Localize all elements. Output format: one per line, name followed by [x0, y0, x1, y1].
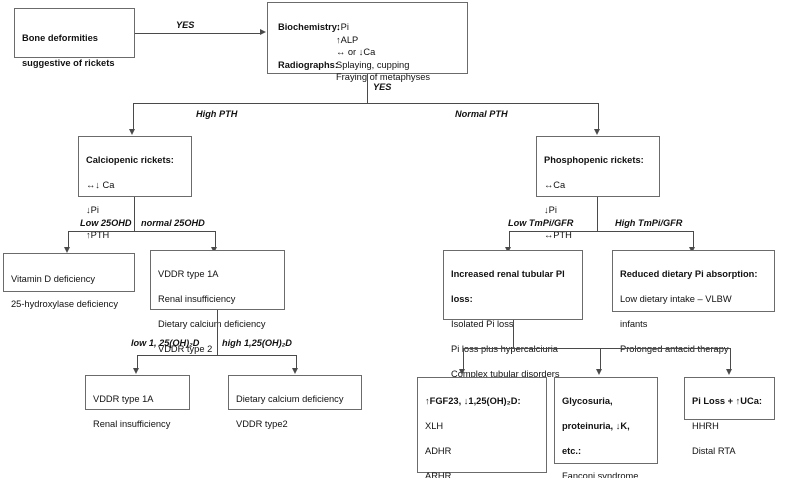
node-reduced-dietary-pi: Reduced dietary Pi absorption: Low dieta… [612, 250, 775, 354]
fgf23-line1: XLH [425, 421, 444, 432]
phosphopenic-line2: ↓Pi [544, 205, 557, 216]
edge-vddr-group-down [217, 310, 219, 355]
pi-loss-uca-line1: HHRH [692, 421, 719, 432]
vddr-high-line1: Dietary calcium deficiency [236, 394, 344, 405]
edge-drop-normal-pth [598, 103, 600, 130]
edge-drop-high-pth [133, 103, 135, 130]
glycosuria-header2: proteinuria, ↓K, [562, 421, 630, 432]
edge-drop-low-tmpi [509, 231, 511, 249]
radiographs-label: Radiographs: [278, 59, 338, 70]
pi-loss-uca-line2: Distal RTA [692, 446, 736, 457]
glycosuria-header3: etc.: [562, 446, 582, 457]
edge-label-yes-2: YES [373, 82, 392, 92]
edge-drop-glycosuria [600, 348, 602, 370]
phosphopenic-line3: ↔PTH [544, 229, 572, 240]
reduced-dietary-header: Reduced dietary Pi absorption: [620, 269, 758, 280]
renal-pi-loss-line1: Isolated Pi loss [451, 319, 514, 330]
arrowhead-bone-to-biochem [260, 29, 266, 36]
biochem-value-1: ↓Pi [336, 22, 349, 33]
calciopenic-line3: ↑PTH [86, 229, 110, 240]
edge-label-yes-1: YES [176, 20, 195, 30]
vddr-high-line2: VDDR type2 [236, 419, 288, 430]
edge-drop-high-125d [296, 355, 298, 369]
vddr-group-line1: VDDR type 1A [158, 269, 219, 280]
biochem-value-2: ↑ALP [336, 34, 359, 45]
vitd-line1: Vitamin D deficiency [11, 274, 96, 285]
edge-biochem-down [367, 74, 369, 103]
radiographs-value-2: Fraying of metaphyses [336, 72, 431, 83]
reduced-dietary-line2: infants [620, 319, 648, 330]
vddr-group-line4: VDDR type 2 [158, 343, 213, 354]
edge-label-normal-pth: Normal PTH [455, 109, 508, 119]
edge-bone-to-biochem [135, 33, 261, 35]
edge-25ohd-split-bar [68, 231, 216, 233]
calciopenic-line2: ↓Pi [86, 205, 99, 216]
edge-renal-pi-down [513, 320, 515, 348]
vddr-group-line2: Renal insufficiency [158, 294, 236, 305]
arrowhead-high-pth [129, 129, 136, 135]
edge-label-high-tmpi: High TmPi/GFR [615, 218, 683, 228]
bone-deformities-line1: Bone deformities [22, 33, 98, 44]
biochem-label: Biochemistry: [278, 22, 340, 33]
radiographs-value-1: Splaying, cupping [336, 59, 410, 70]
fgf23-line2: ADHR [425, 446, 452, 457]
node-glycosuria: Glycosuria, proteinuria, ↓K, etc.: Fanco… [554, 377, 658, 478]
node-vddr-group: VDDR type 1A Renal insufficiency Dietary… [150, 250, 285, 354]
node-pi-loss-uca: Pi Loss + ↑UCa: HHRH Distal RTA [684, 377, 775, 456]
node-phosphopenic-rickets: Phosphopenic rickets: ↔Ca ↓Pi ↔PTH [536, 136, 660, 240]
node-vddr-low-125d: VDDR type 1A Renal insufficiency [85, 375, 190, 429]
node-calciopenic-rickets: Calciopenic rickets: ↔↓ Ca ↓Pi ↑PTH [78, 136, 192, 240]
fgf23-header: ↑FGF23, ↓1,25(OH)₂D: [425, 396, 521, 407]
pi-loss-uca-header: Pi Loss + ↑UCa: [692, 396, 763, 407]
edge-drop-fgf23 [463, 348, 465, 370]
renal-pi-loss-header2: loss: [451, 294, 473, 305]
node-vddr-high-125d: Dietary calcium deficiency VDDR type2 [228, 375, 362, 429]
node-renal-pi-loss: Increased renal tubular Pl loss: Isolate… [443, 250, 583, 379]
phosphopenic-header: Phosphopenic rickets: [544, 155, 644, 166]
glycosuria-line1: Fanconi syndrome [562, 470, 639, 478]
calciopenic-line1: ↔↓ Ca [86, 180, 115, 191]
edge-label-normal-25ohd: normal 25OHD [141, 218, 205, 228]
node-biochemistry: Biochemistry: ↓Pi ↑ALP ↔ or ↓Ca Radiogra… [267, 2, 468, 82]
node-vitamin-d-deficiency: Vitamin D deficiency 25-hydroxylase defi… [3, 253, 135, 309]
edge-label-low-125d: low 1, 25(OH)₂D [131, 338, 200, 348]
edge-label-high-125d: high 1,25(OH)₂D [222, 338, 292, 348]
edge-drop-pi-loss-uca [730, 348, 732, 370]
edge-calciopenic-down [134, 197, 136, 231]
reduced-dietary-line1: Low dietary intake – VLBW [620, 294, 732, 305]
arrowhead-fgf23 [459, 369, 466, 375]
arrowhead-low-25ohd [64, 247, 71, 253]
vddr-group-line3: Dietary calcium deficiency [158, 319, 266, 330]
vddr-low-line2: Renal insufficiency [93, 419, 171, 430]
renal-pi-loss-line3: Complex tubular disorders [451, 368, 560, 379]
edge-label-low-tmpi: Low TmPi/GFR [508, 218, 574, 228]
renal-pi-loss-header1: Increased renal tubular Pl [451, 269, 565, 280]
arrowhead-high-125d [292, 368, 299, 374]
edge-label-low-25ohd: Low 25OHD [80, 218, 132, 228]
arrowhead-normal-pth [594, 129, 601, 135]
edge-drop-low-125d [137, 355, 139, 369]
edge-label-high-pth: High PTH [196, 109, 238, 119]
vddr-low-line1: VDDR type 1A [93, 394, 154, 405]
fgf23-line3: ARHR [425, 470, 452, 478]
edge-renal-3way-bar [463, 348, 731, 350]
bone-deformities-line2: suggestive of rickets [22, 58, 115, 69]
calciopenic-header: Calciopenic rickets: [86, 155, 174, 166]
phosphopenic-line1: ↔Ca [544, 180, 566, 191]
edge-drop-normal-25ohd [215, 231, 217, 249]
edge-phosphopenic-down [597, 197, 599, 231]
arrowhead-low-125d [133, 368, 140, 374]
edge-125d-split-bar [137, 355, 297, 357]
biochem-value-3: ↔ or ↓Ca [336, 47, 376, 58]
vitd-line2: 25-hydroxylase deficiency [11, 299, 118, 310]
edge-tmpi-split-bar [509, 231, 694, 233]
edge-pth-split-bar [133, 103, 599, 105]
arrowhead-glycosuria [596, 369, 603, 375]
edge-drop-high-tmpi [693, 231, 695, 249]
arrowhead-pi-loss-uca [726, 369, 733, 375]
edge-drop-low-25ohd [68, 231, 70, 249]
node-bone-deformities: Bone deformities suggestive of rickets [14, 8, 135, 68]
node-fgf23: ↑FGF23, ↓1,25(OH)₂D: XLH ADHR ARHR TIO P… [417, 377, 547, 478]
glycosuria-header1: Glycosuria, [562, 396, 613, 407]
